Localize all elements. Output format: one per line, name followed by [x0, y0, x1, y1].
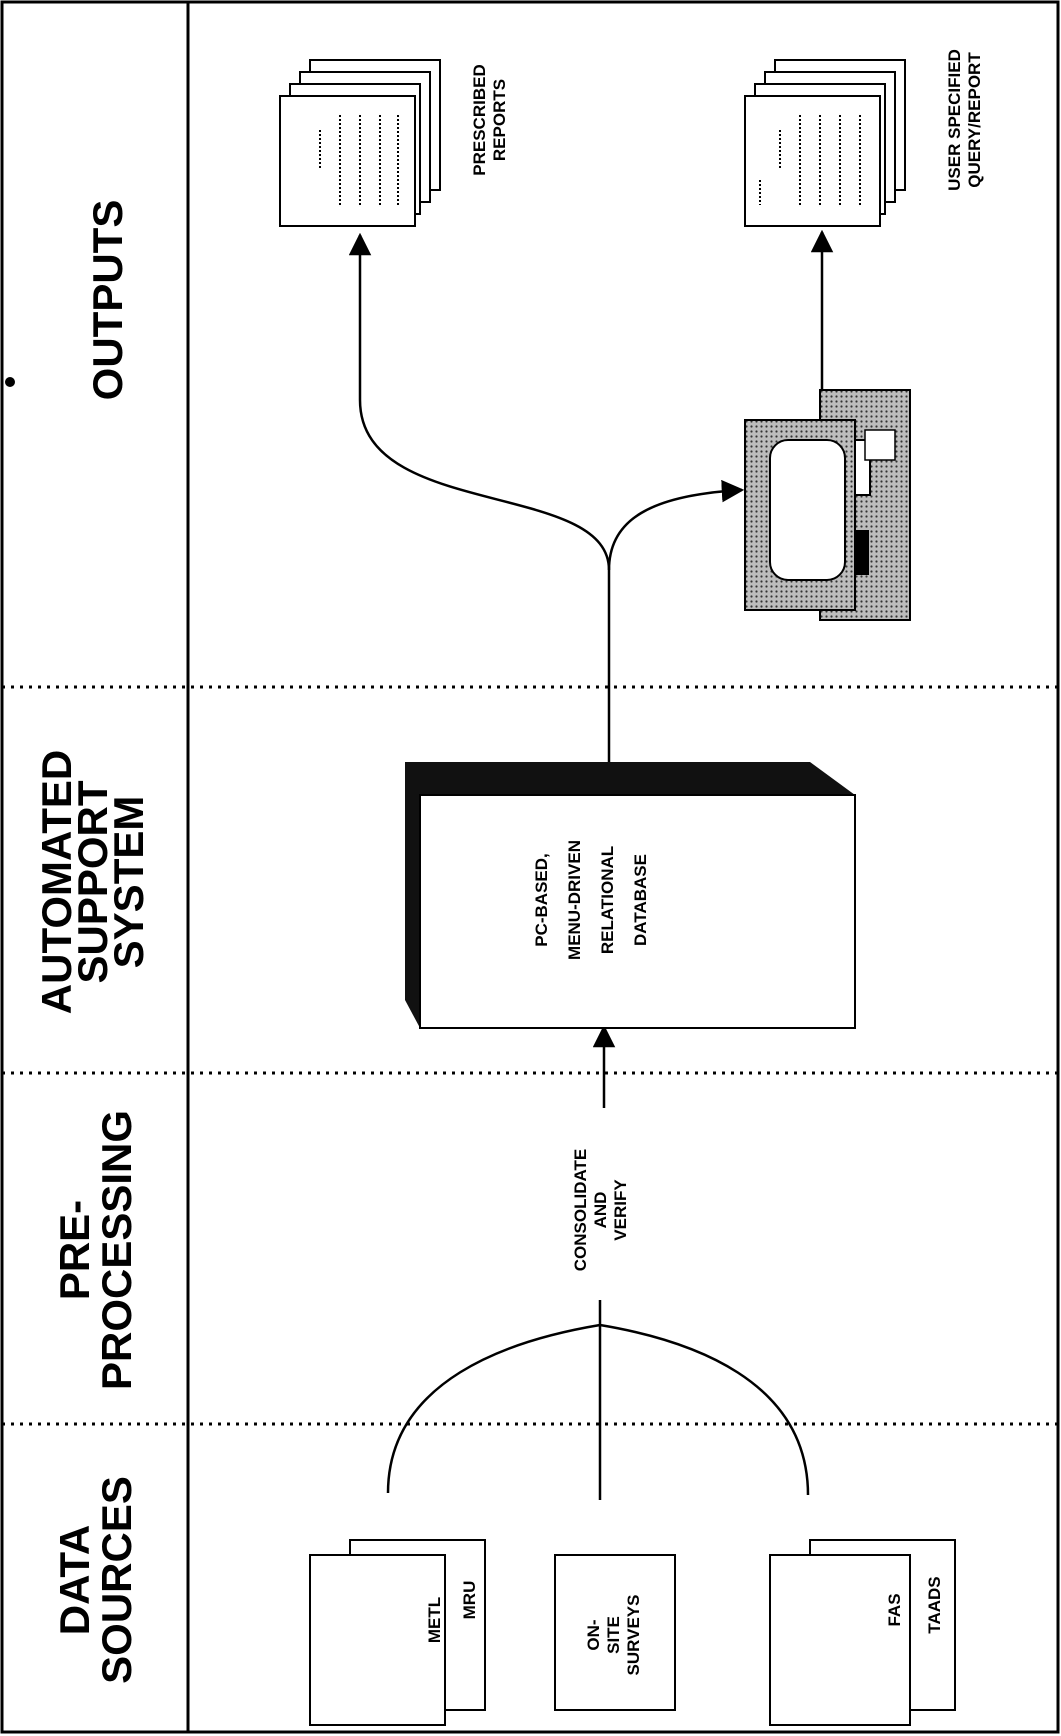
- svg-text:DATA: DATA: [51, 1525, 98, 1635]
- branch-to-reports: [360, 235, 609, 570]
- database-box: PC-BASED, MENU-DRIVEN RELATIONAL DATABAS…: [405, 762, 855, 1028]
- svg-text:SOURCES: SOURCES: [93, 1476, 140, 1684]
- svg-text:PROCESSING: PROCESSING: [93, 1110, 140, 1390]
- svg-text:METL: METL: [425, 1597, 444, 1643]
- svg-text:RELATIONAL: RELATIONAL: [598, 846, 617, 954]
- computer-terminal-icon: [745, 390, 910, 620]
- svg-text:OUTPUTS: OUTPUTS: [84, 200, 131, 401]
- document-icon: ON- SITE SURVEYS: [555, 1555, 675, 1710]
- preprocessing-label: CONSOLIDATE AND VERIFY: [571, 1149, 630, 1271]
- svg-text:MENU-DRIVEN: MENU-DRIVEN: [565, 840, 584, 960]
- svg-text:QUERY/REPORT: QUERY/REPORT: [965, 52, 984, 188]
- column-title-data-sources: DATA SOURCES: [51, 1476, 140, 1684]
- svg-text:PC-BASED,: PC-BASED,: [532, 853, 551, 947]
- report-stack-icon: [280, 60, 440, 226]
- svg-text:CONSOLIDATE: CONSOLIDATE: [571, 1149, 590, 1271]
- svg-text:SURVEYS: SURVEYS: [624, 1595, 643, 1676]
- svg-text:AND: AND: [591, 1192, 610, 1229]
- branch-to-computer: [609, 490, 742, 570]
- svg-text:TAADS: TAADS: [925, 1576, 944, 1633]
- svg-text:PRESCRIBED: PRESCRIBED: [470, 64, 489, 175]
- user-specified-label: USER SPECIFIED QUERY/REPORT: [945, 49, 984, 191]
- svg-text:MRU: MRU: [460, 1581, 479, 1620]
- source-merge-bracket: [388, 1325, 808, 1495]
- svg-text:VERIFY: VERIFY: [611, 1179, 630, 1241]
- column-title-pre-processing: PRE- PROCESSING: [51, 1110, 140, 1390]
- column-title-automated-support: AUTOMATED SUPPORT SYSTEM: [33, 750, 152, 1014]
- stray-dot: [5, 377, 15, 387]
- svg-text:DATABASE: DATABASE: [631, 854, 650, 946]
- svg-text:USER SPECIFIED: USER SPECIFIED: [945, 49, 964, 191]
- svg-text:FAS: FAS: [885, 1593, 904, 1626]
- document-stack-icon: METL MRU: [310, 1540, 485, 1725]
- svg-text:REPORTS: REPORTS: [490, 79, 509, 161]
- svg-text:ON-: ON-: [584, 1619, 603, 1650]
- document-stack-icon: FAS TAADS: [770, 1540, 955, 1725]
- column-title-outputs: OUTPUTS: [84, 200, 131, 401]
- svg-text:SITE: SITE: [604, 1616, 623, 1654]
- report-stack-icon: [745, 60, 905, 226]
- svg-text:PRE-: PRE-: [51, 1200, 98, 1300]
- svg-text:SYSTEM: SYSTEM: [105, 796, 152, 969]
- prescribed-reports-label: PRESCRIBED REPORTS: [470, 64, 509, 175]
